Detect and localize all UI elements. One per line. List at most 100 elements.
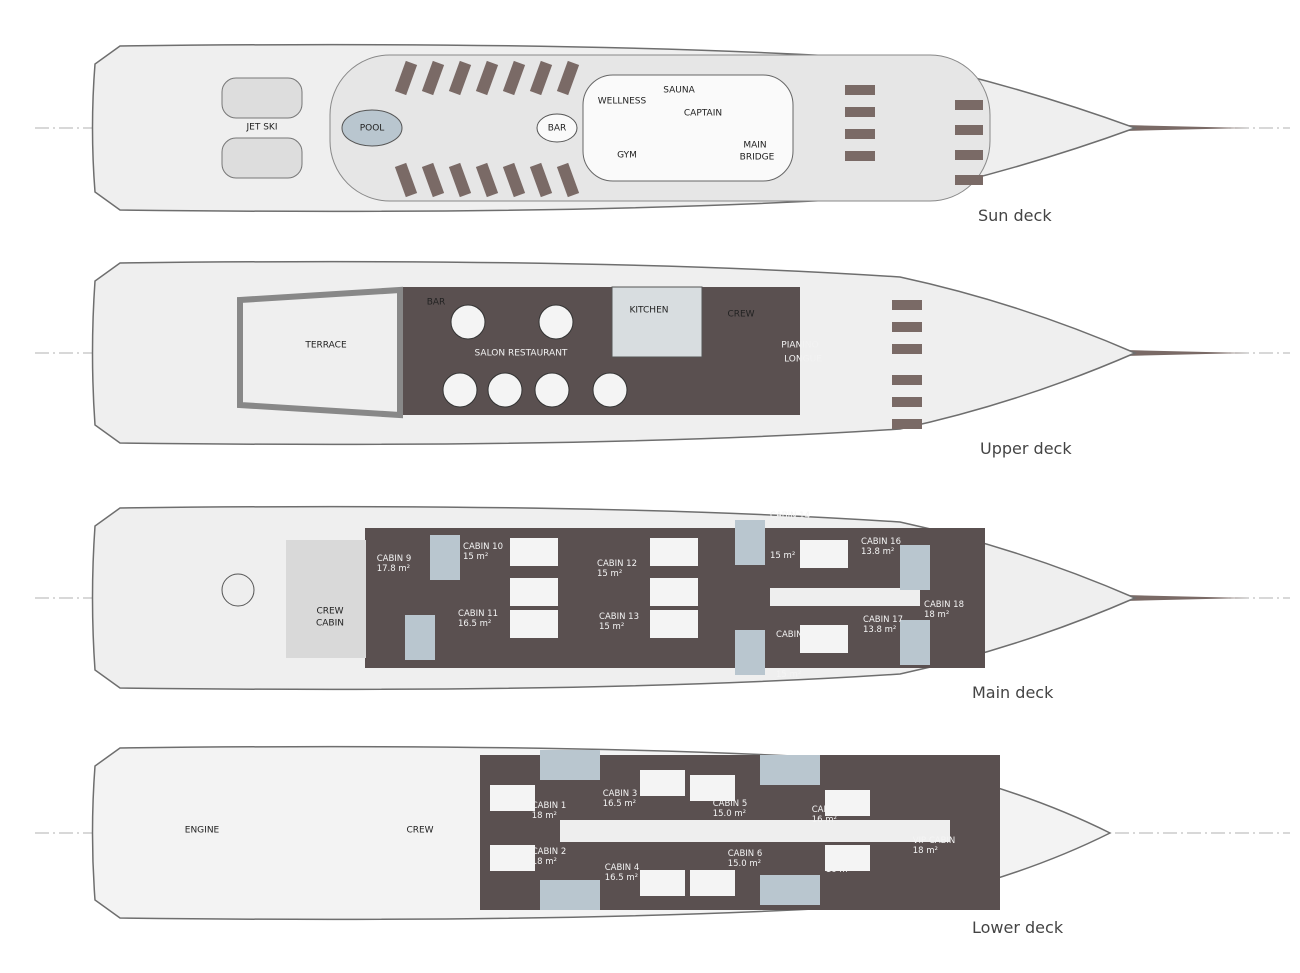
dining-table xyxy=(450,304,486,340)
label-bridge: BRIDGE xyxy=(739,152,775,163)
deck-title-lower: Lower deck xyxy=(972,918,1064,937)
sun-lounger xyxy=(845,85,875,95)
dining-table xyxy=(538,304,574,340)
bathroom xyxy=(735,630,765,675)
bowsprit xyxy=(1125,125,1248,131)
corridor xyxy=(770,588,920,606)
label-sauna: SAUNA xyxy=(663,85,695,96)
sun-lounger xyxy=(845,129,875,139)
lounger xyxy=(892,397,922,407)
label-jet-ski: JET SKI xyxy=(246,122,278,133)
corridor xyxy=(560,820,950,842)
label-salon-restaurant: SALON RESTAURANT xyxy=(474,348,568,359)
label-terrace: TERRACE xyxy=(305,340,347,351)
bathroom xyxy=(900,545,930,590)
label-gym: GYM xyxy=(617,150,637,161)
lounger xyxy=(892,344,922,354)
sun-lounger xyxy=(955,150,983,160)
sun-lounger xyxy=(955,100,983,110)
dining-table xyxy=(592,372,628,408)
pool xyxy=(341,109,403,147)
sun-lounger xyxy=(845,107,875,117)
bed xyxy=(490,785,535,811)
aft-table xyxy=(221,573,255,607)
jet-ski-bottom xyxy=(221,137,303,179)
bed xyxy=(690,775,735,801)
lounger xyxy=(892,419,922,429)
bed xyxy=(650,578,698,606)
label-pool: POOL xyxy=(359,123,385,134)
label-main: MAIN xyxy=(743,140,767,151)
crew-cabin xyxy=(286,540,366,658)
bowsprit xyxy=(1125,595,1248,601)
label-bar: BAR xyxy=(426,297,446,308)
sun-lounger xyxy=(955,125,983,135)
sun-lounger xyxy=(556,162,580,198)
bathroom xyxy=(760,875,820,905)
bed xyxy=(510,610,558,638)
bathroom xyxy=(540,880,600,910)
sun-lounger xyxy=(529,162,553,198)
sun-lounger xyxy=(502,162,526,198)
sun-lounger xyxy=(556,60,580,96)
terrace-seating xyxy=(237,286,403,419)
deck-title-main: Main deck xyxy=(972,683,1054,702)
deck-title-sun: Sun deck xyxy=(978,206,1052,225)
sun-lounger xyxy=(421,60,445,96)
dining-table xyxy=(487,372,523,408)
bathroom xyxy=(430,535,460,580)
lounger xyxy=(892,322,922,332)
bed xyxy=(690,870,735,896)
bed xyxy=(650,610,698,638)
label-crew: CREW xyxy=(406,825,434,836)
jet-ski-top xyxy=(221,77,303,119)
bed xyxy=(640,770,685,796)
sun-lounger xyxy=(502,60,526,96)
bowsprit xyxy=(1125,350,1248,356)
bed xyxy=(825,845,870,871)
label-captain: CAPTAIN xyxy=(683,108,723,119)
bathroom xyxy=(900,620,930,665)
bathroom xyxy=(735,520,765,565)
lounger xyxy=(892,375,922,385)
bed xyxy=(650,538,698,566)
bathroom xyxy=(540,750,600,780)
label-crew: CREW xyxy=(316,606,344,617)
label-cabin: CABIN xyxy=(315,618,345,629)
dining-table xyxy=(534,372,570,408)
label-crew: CREW xyxy=(727,309,755,320)
bathroom xyxy=(760,755,820,785)
sun-lounger xyxy=(448,162,472,198)
label-engine: ENGINE xyxy=(184,825,220,836)
sun-lounger xyxy=(475,60,499,96)
label-bar: BAR xyxy=(547,123,567,134)
bed xyxy=(800,540,848,568)
kitchen-area xyxy=(611,286,703,358)
sun-lounger xyxy=(421,162,445,198)
bed xyxy=(825,790,870,816)
bed xyxy=(640,870,685,896)
deck-title-upper: Upper deck xyxy=(980,439,1072,458)
sun-lounger xyxy=(845,151,875,161)
sun-lounger xyxy=(529,60,553,96)
bed xyxy=(510,538,558,566)
